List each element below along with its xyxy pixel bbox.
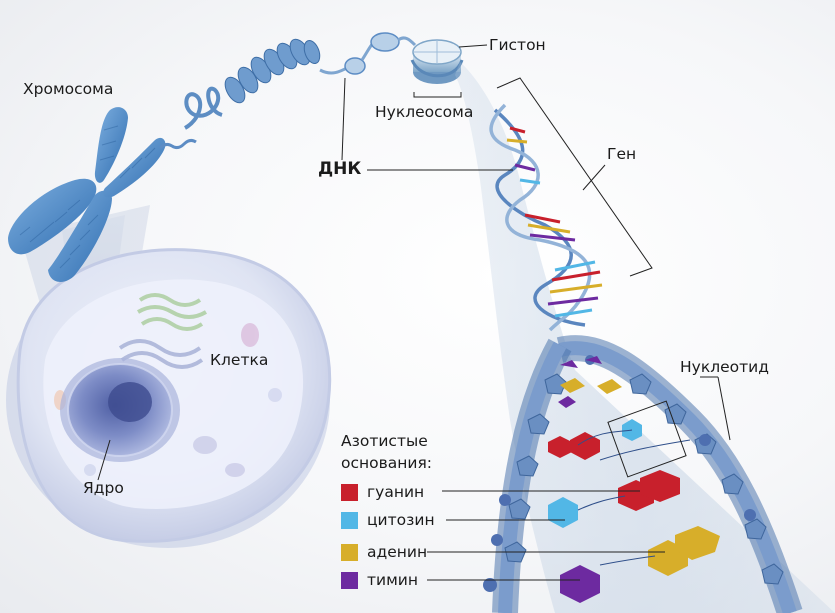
dna-double-helix <box>455 62 835 613</box>
label-nucleotide: Нуклеотид <box>680 358 769 376</box>
legend-swatch-adenine <box>341 543 358 561</box>
nucleosome-illustration <box>410 39 464 84</box>
label-nucleus: Ядро <box>83 479 124 497</box>
legend-swatch-guanine <box>341 483 358 501</box>
legend-item-thymine: тимин <box>341 571 418 589</box>
label-chromosome: Хромосома <box>23 80 114 98</box>
label-cell: Клетка <box>210 351 269 369</box>
chromatin-fiber <box>183 32 417 130</box>
legend-item-adenine: аденин <box>341 543 427 561</box>
legend-item-cytosine: цитозин <box>341 511 435 529</box>
legend-label-thymine: тимин <box>367 571 419 589</box>
legend-swatch-thymine <box>341 571 358 589</box>
label-nucleosome: Нуклеосома <box>375 103 474 121</box>
label-histone: Гистон <box>489 36 546 54</box>
chromosome-illustration <box>8 107 197 282</box>
leader-lines <box>97 44 731 581</box>
legend-item-guanine: гуанин <box>341 483 424 501</box>
legend-label-guanine: гуанин <box>367 483 425 501</box>
cell-illustration <box>6 248 332 548</box>
label-gene: Ген <box>607 145 637 163</box>
legend-swatch-cytosine <box>341 511 358 529</box>
legend-label-cytosine: цитозин <box>367 511 435 529</box>
legend-title: Азотистые основания: <box>341 432 433 472</box>
legend-label-adenine: аденин <box>367 543 428 561</box>
label-dna: ДНК <box>318 159 362 179</box>
